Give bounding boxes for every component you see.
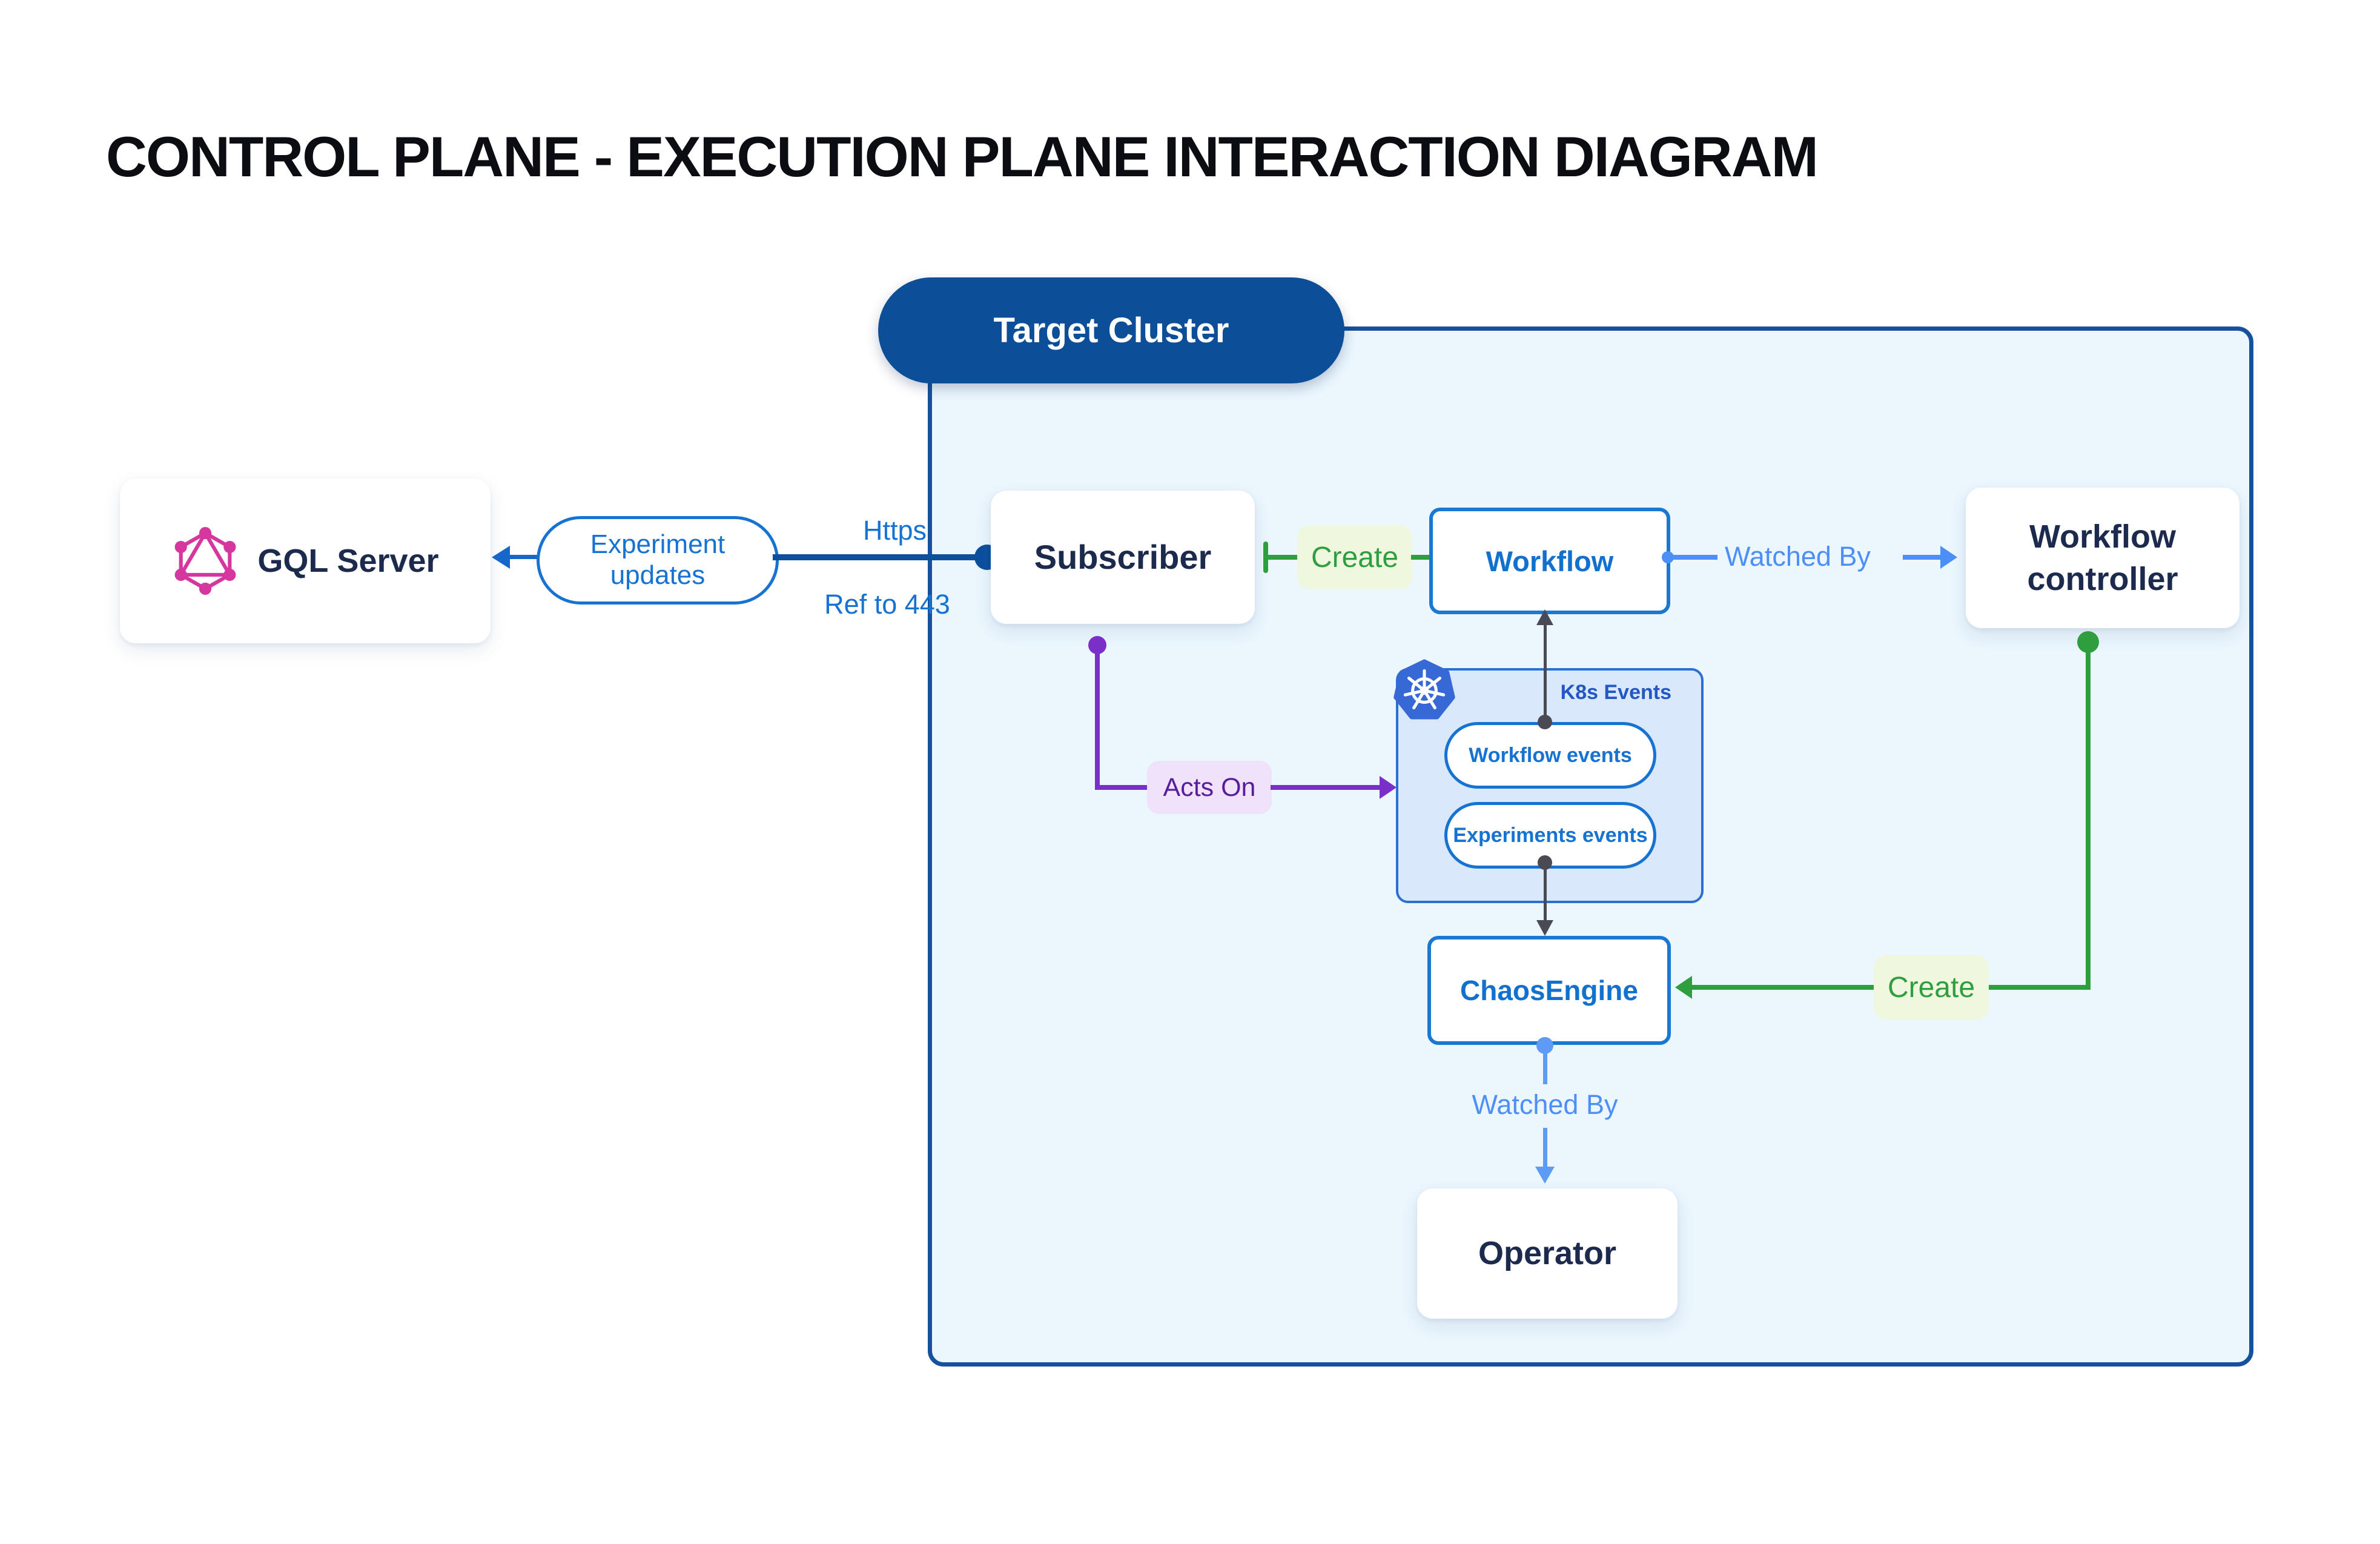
edge-label-create-chaosengine: Create bbox=[1874, 955, 1989, 1019]
edge-label-watched-by-operator: Watched By bbox=[1472, 1089, 1618, 1120]
node-operator: Operator bbox=[1417, 1188, 1678, 1319]
gql-server-label: GQL Server bbox=[257, 542, 439, 579]
edge-actson-line-v bbox=[1095, 652, 1100, 790]
arrowhead-acts-on bbox=[1380, 776, 1397, 799]
target-cluster-label: Target Cluster bbox=[993, 311, 1229, 350]
operator-label: Operator bbox=[1478, 1235, 1617, 1272]
node-workflow: Workflow bbox=[1429, 508, 1670, 614]
edge-actson-dot bbox=[1088, 636, 1106, 654]
target-cluster-badge: Target Cluster bbox=[878, 277, 1344, 383]
arrowhead-events-to-workflow bbox=[1536, 609, 1553, 625]
edge-watchedby-line-a bbox=[1673, 555, 1717, 560]
k8s-events-label: K8s Events bbox=[1560, 681, 1671, 704]
edge-create-tee bbox=[1263, 542, 1268, 573]
arrowhead-create-chaosengine bbox=[1675, 976, 1692, 999]
node-workflow-events: Workflow events bbox=[1444, 722, 1656, 789]
arrowhead-watched-by-operator bbox=[1535, 1167, 1555, 1184]
edge-create-line-b bbox=[1411, 555, 1430, 560]
edge-create-line-a bbox=[1267, 555, 1297, 560]
edge-gray-line-b bbox=[1544, 869, 1547, 922]
page-title: CONTROL PLANE - EXECUTION PLANE INTERACT… bbox=[106, 125, 1819, 188]
workflow-label: Workflow bbox=[1486, 545, 1614, 577]
arrowhead-watched-by-workflow bbox=[1940, 546, 1957, 569]
edge-create2-line-v bbox=[2086, 649, 2091, 987]
edge-watchedby-line-b bbox=[1903, 555, 1942, 560]
edge-label-https: Https bbox=[862, 515, 927, 546]
subscriber-label: Subscriber bbox=[1034, 537, 1212, 576]
edge-gray-line-a bbox=[1544, 624, 1547, 718]
edge-label-ref-to-443: Ref to 443 bbox=[824, 589, 950, 620]
arrowhead-events-to-chaosengine bbox=[1536, 920, 1553, 936]
node-workflow-controller: Workflow controller bbox=[1966, 488, 2240, 628]
kubernetes-icon bbox=[1393, 659, 1456, 724]
graphql-icon bbox=[171, 527, 239, 595]
edge-label-watched-by-workflow: Watched By bbox=[1725, 541, 1871, 572]
edge-actson-line-h2 bbox=[1271, 785, 1381, 790]
edge-https-line bbox=[773, 554, 979, 560]
edge-label-acts-on: Acts On bbox=[1147, 761, 1272, 814]
chaosengine-label: ChaosEngine bbox=[1460, 975, 1638, 1006]
node-chaosengine: ChaosEngine bbox=[1427, 936, 1671, 1045]
edge-gql-line bbox=[509, 555, 538, 559]
edge-watchedby-dot bbox=[1662, 551, 1674, 563]
edge-watchedby2-line-a bbox=[1543, 1053, 1547, 1084]
arrowhead-to-gql bbox=[492, 546, 510, 569]
edge-watchedby2-dot bbox=[1536, 1037, 1553, 1054]
edge-gray-dot-bottom bbox=[1538, 855, 1552, 870]
edge-watchedby2-line-b bbox=[1543, 1128, 1547, 1168]
edge-gray-dot-top bbox=[1538, 715, 1552, 729]
node-gql-server: GQL Server bbox=[120, 479, 491, 643]
node-subscriber: Subscriber bbox=[991, 491, 1255, 624]
edge-label-create-workflow: Create bbox=[1297, 525, 1412, 589]
edge-actson-line-h1 bbox=[1095, 785, 1149, 790]
workflow-controller-label: Workflow controller bbox=[2027, 518, 2178, 597]
edge-label-experiment-updates: Experiment updates bbox=[537, 516, 779, 605]
